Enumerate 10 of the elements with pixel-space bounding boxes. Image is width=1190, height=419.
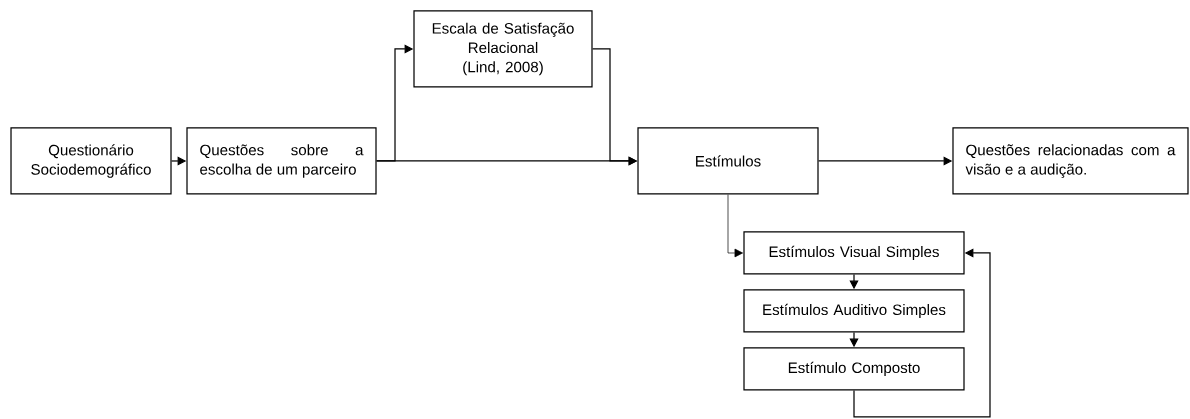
arrow: [853, 248, 991, 418]
arrow: [727, 194, 743, 258]
process-box: Estímulos Visual Simples: [743, 231, 965, 275]
process-box: Questões sobre a escolha de um parceiro: [186, 127, 377, 195]
process-box: Escala de Satisfação Relacional (Lind, 2008): [413, 10, 593, 88]
process-box: Estímulos Auditivo Simples: [743, 289, 965, 333]
process-box: Estímulos: [637, 127, 819, 195]
process-box: Questionário Sociodemográfico: [10, 127, 172, 195]
process-box: Estímulo Composto: [743, 347, 965, 391]
process-box: Questões relacionadas com a visão e a audição.: [952, 127, 1189, 195]
